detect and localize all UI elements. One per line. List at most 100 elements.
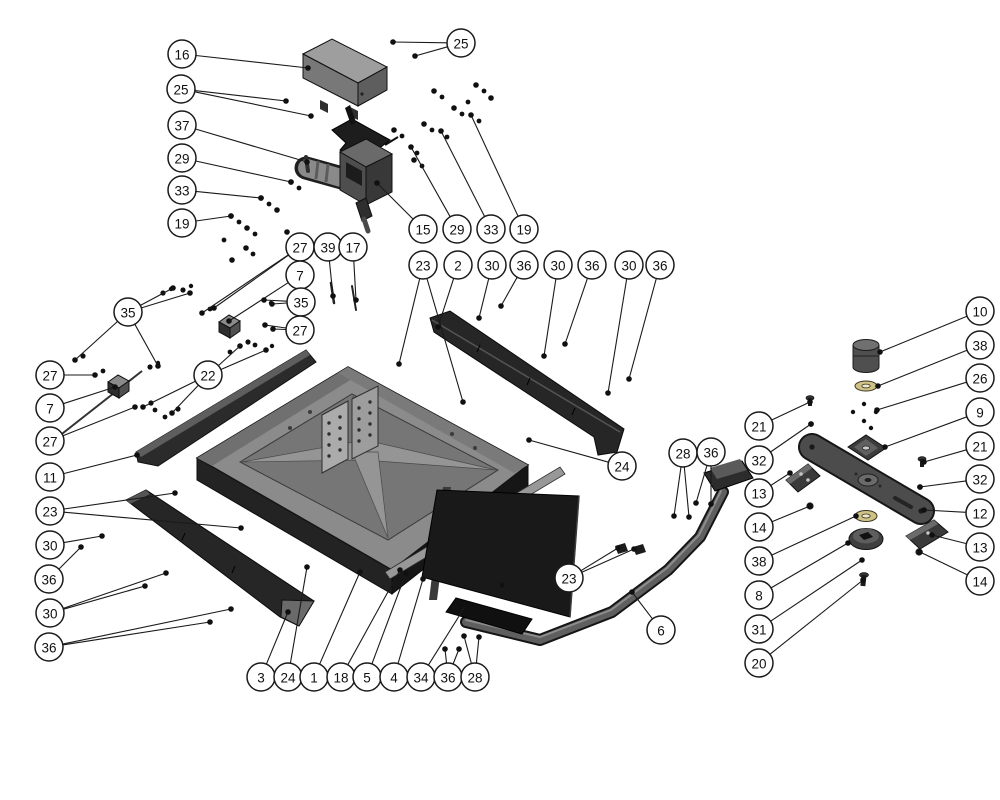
fastener-dot (283, 98, 289, 104)
callout-label: 19 (174, 217, 189, 232)
callout-circle (577, 250, 607, 280)
callout-25: 25 (166, 74, 196, 104)
callout-label: 27 (42, 435, 57, 450)
fastener-dot (845, 540, 851, 546)
leader-line (414, 46, 448, 57)
callout-label: 20 (751, 657, 766, 672)
callout-21: 21 (965, 431, 995, 461)
leader-line (607, 278, 628, 394)
leader-line (141, 292, 191, 309)
callout-circle (35, 426, 65, 456)
leader-line (195, 215, 232, 222)
leader-line (771, 515, 857, 556)
fastener-dot (629, 589, 635, 595)
callout-circle (965, 566, 995, 596)
callout-16: 16 (167, 39, 197, 69)
leader-line (673, 466, 682, 517)
leader-line (397, 578, 424, 664)
fastener-dot (304, 159, 310, 165)
callout-circle (744, 648, 774, 678)
callout-circle (476, 214, 506, 244)
fastener-dot (199, 310, 205, 316)
callout-39: 39 (313, 232, 343, 262)
leader-line (63, 386, 116, 405)
callout-label: 33 (174, 184, 189, 199)
fastener-dot (99, 533, 105, 539)
leader-line (63, 535, 103, 544)
callout-3: 3 (246, 662, 276, 692)
leader-line (884, 416, 968, 448)
callout-circle (965, 330, 995, 360)
callout-14: 14 (965, 566, 995, 596)
callout-label: 35 (293, 296, 308, 311)
fastener-dot (207, 619, 213, 625)
callout-33: 33 (476, 214, 506, 244)
callout-circle (696, 437, 726, 467)
callout-label: 9 (976, 406, 984, 421)
callout-label: 29 (174, 152, 189, 167)
callout-label: 17 (345, 241, 360, 256)
callout-23: 23 (408, 250, 438, 280)
callout-label: 32 (751, 454, 766, 469)
fastener-dot (412, 53, 418, 59)
fastener-dot (396, 361, 402, 367)
leader-line (770, 423, 812, 453)
fastener-dot (929, 532, 935, 538)
callout-36: 36 (433, 662, 463, 692)
leader-line (543, 278, 557, 357)
callout-label: 14 (751, 521, 767, 536)
clamp-bracket-part (107, 314, 241, 399)
callout-circle (509, 250, 539, 280)
fastener-dot (787, 470, 793, 476)
fastener-dot (142, 583, 148, 589)
callout-13: 13 (744, 478, 774, 508)
callout-circle (35, 530, 65, 560)
fastener-dot (408, 144, 414, 150)
callout-label: 30 (621, 259, 636, 274)
callout-label: 36 (584, 259, 599, 274)
callout-circle (645, 250, 675, 280)
callout-circle (965, 296, 995, 326)
leader-line (353, 260, 357, 301)
callout-27: 27 (285, 315, 315, 345)
callout-8: 8 (744, 580, 774, 610)
fastener-dot (526, 437, 532, 443)
leader-line (876, 381, 967, 411)
callout-circle (509, 214, 539, 244)
callout-circle (285, 315, 315, 345)
callout-label: 15 (415, 223, 430, 238)
fastener-dot (456, 646, 462, 652)
callout-label: 10 (972, 305, 987, 320)
fastener-dot (258, 195, 264, 201)
motor-assembly-part (294, 105, 399, 234)
fastener-dot (562, 341, 568, 347)
callout-circle (35, 462, 65, 492)
fastener-dot (112, 384, 118, 390)
fastener-dot (262, 322, 268, 328)
callout-label: 36 (41, 641, 56, 656)
fastener-dot (476, 634, 482, 640)
callout-circle (554, 563, 584, 593)
leader-line (770, 542, 849, 589)
fastener-dot (686, 514, 692, 520)
callout-1: 1 (299, 662, 329, 692)
fastener-dot (921, 507, 927, 513)
callout-36: 36 (696, 437, 726, 467)
fastener-dot (917, 549, 923, 555)
callout-24: 24 (273, 662, 303, 692)
fastener-dot (860, 577, 866, 583)
fastener-dot (353, 297, 359, 303)
callout-label: 36 (516, 259, 531, 274)
callout-circle (965, 431, 995, 461)
callout-circle (167, 143, 197, 173)
callout-32: 32 (965, 464, 995, 494)
callout-label: 1 (310, 671, 318, 686)
leader-line (919, 480, 967, 488)
leader-line (695, 465, 708, 504)
callout-15: 15 (408, 214, 438, 244)
leader-line (528, 439, 609, 463)
callout-circle (744, 614, 774, 644)
fastener-dot (882, 444, 888, 450)
callout-36: 36 (34, 564, 64, 594)
